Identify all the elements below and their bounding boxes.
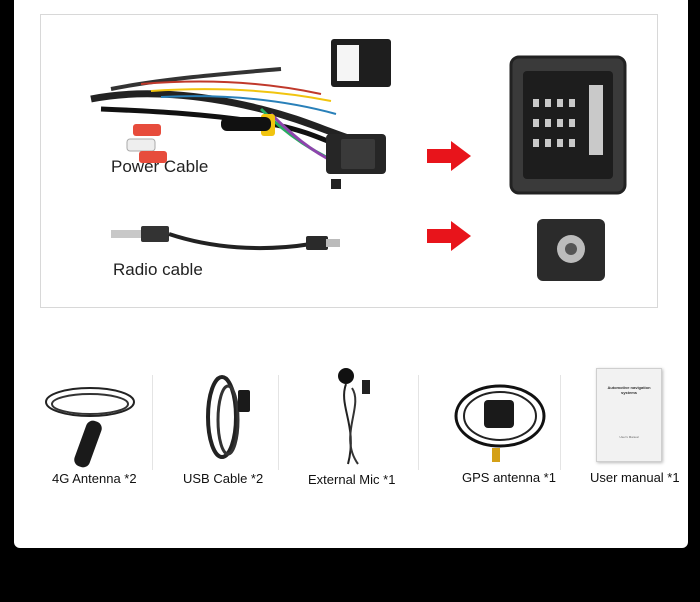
usb-cable-image xyxy=(206,375,250,459)
power-cable-label: Power Cable xyxy=(111,157,209,176)
antenna-socket-image xyxy=(537,219,605,281)
radio-cable-image xyxy=(111,226,340,251)
cable-panel: Power Cable Radio cable xyxy=(40,14,658,308)
manual-cover-title: Automotive navigation systems xyxy=(607,385,651,395)
4g-antenna-label: 4G Antenna *2 xyxy=(52,471,137,486)
gps-antenna-image xyxy=(454,384,546,462)
divider xyxy=(560,375,561,470)
external-mic-label: External Mic *1 xyxy=(308,472,396,487)
user-manual-label: User manual *1 xyxy=(590,470,680,485)
power-cable-image xyxy=(90,39,391,189)
manual-cover-footer: User's Manual xyxy=(619,435,639,439)
4g-antenna-image xyxy=(45,387,135,468)
product-sheet: Power Cable Radio cable xyxy=(14,0,688,548)
external-mic-image xyxy=(338,368,370,465)
divider xyxy=(418,375,419,470)
gps-antenna-label: GPS antenna *1 xyxy=(462,470,556,485)
arrow-right-icon xyxy=(427,141,471,171)
divider xyxy=(152,375,153,470)
user-manual-image: Automotive navigation systems User's Man… xyxy=(596,368,662,462)
usb-cable-label: USB Cable *2 xyxy=(183,471,264,486)
arrow-right-icon xyxy=(427,221,471,251)
radio-cable-label: Radio cable xyxy=(113,260,203,279)
power-socket-image xyxy=(509,55,627,195)
divider xyxy=(278,375,279,470)
